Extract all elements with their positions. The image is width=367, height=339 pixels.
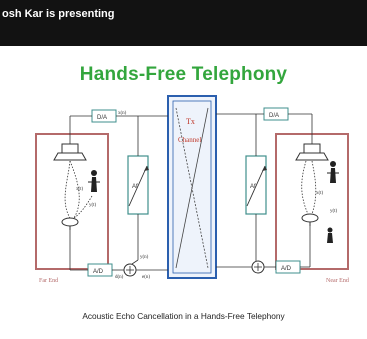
left-xt-label: x(t) (76, 187, 84, 192)
left-ad-label: A/D (93, 269, 104, 275)
left-person-icon (88, 170, 100, 192)
right-xt-label: x(t) (316, 191, 324, 196)
left-e-label: e(n) (142, 275, 150, 280)
shared-slide: Hands-Free Telephony Tx Channel Far End (0, 46, 367, 339)
near-end-label: Near End (326, 278, 349, 284)
channel-block: Tx Channel (167, 95, 217, 279)
right-second-person-icon (327, 227, 333, 243)
left-yt-label: y(t) (89, 203, 97, 208)
left-speaker-icon (53, 143, 87, 161)
left-x-label: x(n) (118, 111, 127, 116)
top-banner: osh Kar is presenting (0, 0, 367, 46)
left-microphone-icon (61, 217, 79, 230)
right-af-label: Af (250, 184, 256, 190)
channel-tx-label: Tx (186, 117, 195, 126)
right-echo-paths (301, 160, 317, 215)
left-af-label: Af (132, 184, 138, 190)
presenter-text: osh Kar is presenting (2, 8, 115, 20)
left-da-label: D/A (97, 115, 107, 121)
echo-cancellation-diagram: Tx Channel Far End x(t) y(t) (35, 95, 349, 284)
slide-title: Hands-Free Telephony (79, 64, 288, 85)
right-ad-label: A/D (281, 266, 292, 272)
far-end-label: Far End (39, 278, 58, 284)
right-speaker-icon (295, 143, 329, 161)
left-d-label: d(n) (115, 275, 124, 280)
left-echo-paths (64, 160, 93, 219)
right-da-label: D/A (269, 113, 279, 119)
right-microphone-icon (301, 213, 319, 226)
right-person-icon (327, 161, 339, 183)
slide-caption: Acoustic Echo Cancellation in a Hands-Fr… (82, 311, 285, 321)
left-y-label: y(n) (140, 255, 149, 260)
channel-label: Channel (178, 136, 201, 144)
far-end-room: Far End (35, 133, 109, 284)
right-yt-label: y(t) (330, 209, 338, 214)
